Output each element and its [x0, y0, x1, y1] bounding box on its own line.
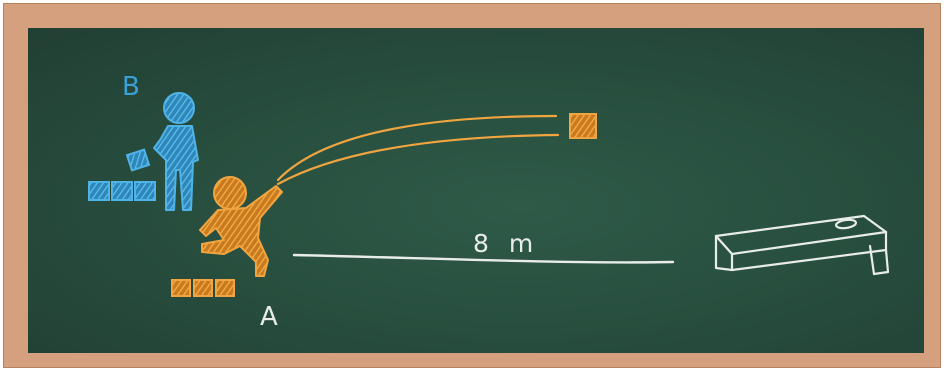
flying-beanbag	[569, 113, 597, 139]
cornhole-board-icon	[714, 214, 890, 276]
beanbag-a-1	[171, 279, 191, 297]
person-a-figure	[199, 176, 283, 277]
distance-label: 8 m	[473, 229, 540, 258]
beanbag-a-3	[215, 279, 235, 297]
person-b-figure	[125, 92, 199, 211]
person-b-beanbags	[88, 181, 156, 201]
person-a-label: A	[260, 302, 278, 332]
person-b-head	[163, 92, 195, 124]
person-b-held-beanbag	[125, 148, 151, 172]
person-b-body	[153, 125, 199, 211]
beanbag-a-2	[193, 279, 213, 297]
person-a-beanbags	[171, 279, 235, 297]
beanbag-b-1	[88, 181, 110, 201]
person-a-head	[213, 176, 247, 210]
beanbag-b-2	[111, 181, 133, 201]
person-b-label: B	[122, 72, 140, 102]
chalkboard-frame: B A 8 m	[3, 3, 941, 368]
distance-line	[292, 253, 675, 264]
person-a-body	[199, 185, 283, 277]
throw-trajectory	[276, 114, 560, 186]
beanbag-b-3	[134, 181, 156, 201]
chalk-drawing	[88, 92, 890, 297]
chalkboard: B A 8 m	[28, 28, 924, 353]
